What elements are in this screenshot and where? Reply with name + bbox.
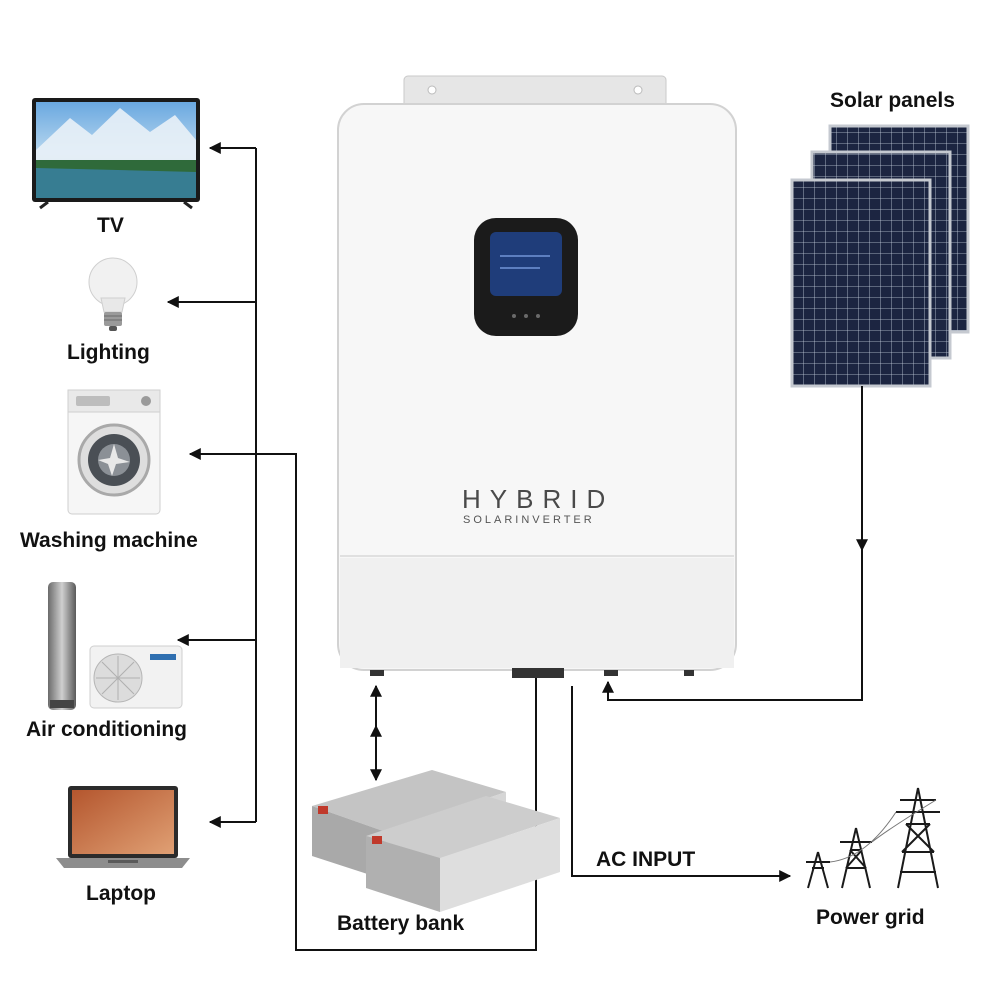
ac-input-label: AC INPUT <box>596 848 696 871</box>
solar-panels-label: Solar panels <box>830 89 955 112</box>
solar-input-line <box>602 386 868 701</box>
air-conditioner-icon <box>48 582 183 710</box>
hybrid-inverter <box>337 75 737 678</box>
light-bulb-icon <box>88 257 138 331</box>
washing-machine-icon <box>67 389 161 515</box>
washing-machine-label: Washing machine <box>20 529 198 552</box>
ac-input-line <box>571 686 792 882</box>
inverter-brand: HYBRID <box>462 484 615 514</box>
inverter-subtitle: SOLARINVERTER <box>463 514 595 526</box>
power-grid-label: Power grid <box>816 906 925 929</box>
solar-panels-icon <box>790 124 970 388</box>
power-grid-icon <box>806 787 940 889</box>
tv-icon <box>32 98 200 210</box>
battery-bank-label: Battery bank <box>337 912 465 935</box>
lighting-label: Lighting <box>67 341 150 364</box>
laptop-label: Laptop <box>86 882 156 905</box>
tv-label: TV <box>97 214 124 237</box>
air-conditioning-label: Air conditioning <box>26 718 187 741</box>
battery-bank-icon <box>312 770 560 912</box>
laptop-icon <box>56 786 190 868</box>
